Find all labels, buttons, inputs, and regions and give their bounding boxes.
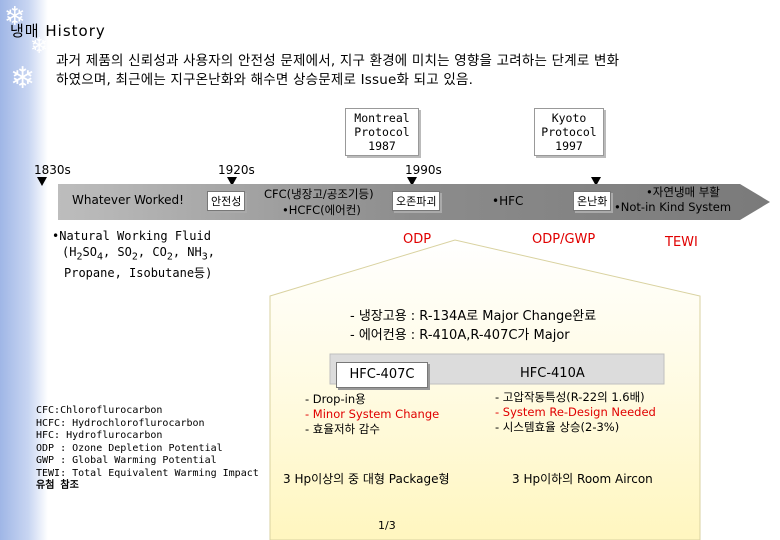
marker-triangle-icon — [227, 177, 237, 186]
hfc410a-details: - 고압작동특성(R-22의 1.6배) - System Re-Design … — [495, 390, 656, 435]
change-notes: - 냉장고용 : R-134A로 Major Change완료 - 에어컨용 :… — [350, 307, 596, 345]
glossary-item: HFC: Hydroflurocarbon — [36, 430, 163, 441]
whatever-worked-label: Whatever Worked! — [72, 193, 184, 207]
glossary: CFC:Chloroflurocarbon HCFC: Hydrochlorof… — [36, 405, 259, 493]
glossary-item: HCFC: Hydrochloroflurocarbon — [36, 417, 205, 429]
kyoto-protocol-box: Kyoto Protocol 1997 — [534, 108, 604, 156]
protocol-line: Kyoto — [551, 111, 587, 125]
hfc-label: •HFC — [492, 194, 524, 208]
year-1920s: 1920s — [218, 163, 255, 177]
year-1830s: 1830s — [34, 163, 71, 177]
year-1990s: 1990s — [405, 163, 442, 177]
protocol-year: 1997 — [555, 139, 583, 153]
natural-fluid-title: •Natural Working Fluid — [52, 229, 211, 243]
protocol-line: Protocol — [541, 125, 597, 139]
marker-triangle-icon — [407, 177, 417, 186]
change-note: - 냉장고용 : R-134A로 Major Change완료 — [350, 309, 597, 324]
hfc410a-item: - 고압작동특성(R-22의 1.6배) — [495, 390, 645, 404]
glossary-item: ODP : Ozone Depletion Potential — [36, 442, 223, 454]
hfc407c-header: HFC-407C — [336, 362, 428, 388]
protocol-line: Montreal — [354, 111, 410, 125]
ozone-tag: 오존파괴 — [392, 191, 441, 211]
marker-triangle-icon — [591, 177, 601, 186]
hfc410a-item: - 시스템효율 상승(2-3%) — [495, 420, 620, 434]
hfc407c-item: - Drop-in용 — [305, 392, 366, 406]
not-in-kind-label: •Not-in Kind System — [614, 200, 732, 214]
odp-label: ODP — [403, 232, 432, 247]
change-note: - 에어컨용 : R-410A,R-407C가 Major — [350, 328, 570, 343]
intro-line-2: 하였으며, 최근에는 지구온난화와 해수면 상승문제로 Issue화 되고 있음… — [56, 72, 474, 88]
protocol-line: Protocol — [354, 125, 410, 139]
page-number: 1/3 — [378, 519, 396, 532]
hfc407c-details: - Drop-in용 - Minor System Change - 효율저하 … — [305, 392, 439, 437]
natural-fluid-list: Propane, Isobutane등) — [64, 266, 213, 281]
yellow-panel — [269, 239, 701, 540]
natural-fluid-formulas: (H2SO4, SO2, CO2, NH3, — [62, 245, 216, 263]
hfc410a-footer: 3 Hp이하의 Room Aircon — [512, 472, 653, 486]
cfc-label: CFC(냉장고/공조기등) — [264, 187, 374, 201]
warming-tag: 온난화 — [573, 191, 612, 211]
intro-line-1: 과거 제품의 신뢰성과 사용자의 안전성 문제에서, 지구 환경에 미치는 영향… — [56, 53, 620, 69]
safety-tag: 안전성 — [207, 191, 246, 211]
glossary-reference: 유첨 참조 — [36, 480, 79, 491]
tewi-label: TEWI — [665, 235, 698, 250]
montreal-protocol-box: Montreal Protocol 1987 — [345, 108, 419, 156]
snowflake-icon: ❄ — [30, 34, 49, 59]
odp-gwp-label: ODP/GWP — [532, 232, 596, 247]
glossary-item: TEWI: Total Equivalent Warming Impact — [36, 467, 259, 479]
natural-refrigerant-label: •자연냉매 부활 — [646, 185, 720, 199]
protocol-year: 1987 — [368, 139, 396, 153]
future-block: •자연냉매 부활 •Not-in Kind System — [614, 185, 731, 215]
glossary-item: CFC:Chloroflurocarbon — [36, 405, 163, 416]
corner-gradient — [0, 0, 48, 540]
intro-text: 과거 제품의 신뢰성과 사용자의 안전성 문제에서, 지구 환경에 미치는 영향… — [56, 52, 776, 90]
natural-fluid-block: •Natural Working Fluid (H2SO4, SO2, CO2,… — [52, 228, 215, 281]
snowflake-icon: ❄ — [4, 2, 26, 32]
hcfc-label: •HCFC(에어컨) — [282, 203, 361, 217]
hfc410a-header: HFC-410A — [520, 366, 585, 381]
snowflake-icon: ❄ — [10, 61, 36, 96]
hfc407c-item: - Minor System Change — [305, 407, 440, 421]
marker-triangle-icon — [37, 177, 47, 186]
cfc-hcfc-block: CFC(냉장고/공조기등) •HCFC(에어컨) — [264, 186, 374, 218]
glossary-item: GWP : Global Warming Potential — [36, 455, 217, 466]
page-title: 냉매 History — [10, 22, 106, 40]
hfc410a-item: - System Re-Design Needed — [495, 405, 656, 419]
hfc407c-item: - 효율저하 감수 — [305, 422, 380, 436]
hfc407c-footer: 3 Hp이상의 중 대형 Package형 — [283, 472, 450, 486]
